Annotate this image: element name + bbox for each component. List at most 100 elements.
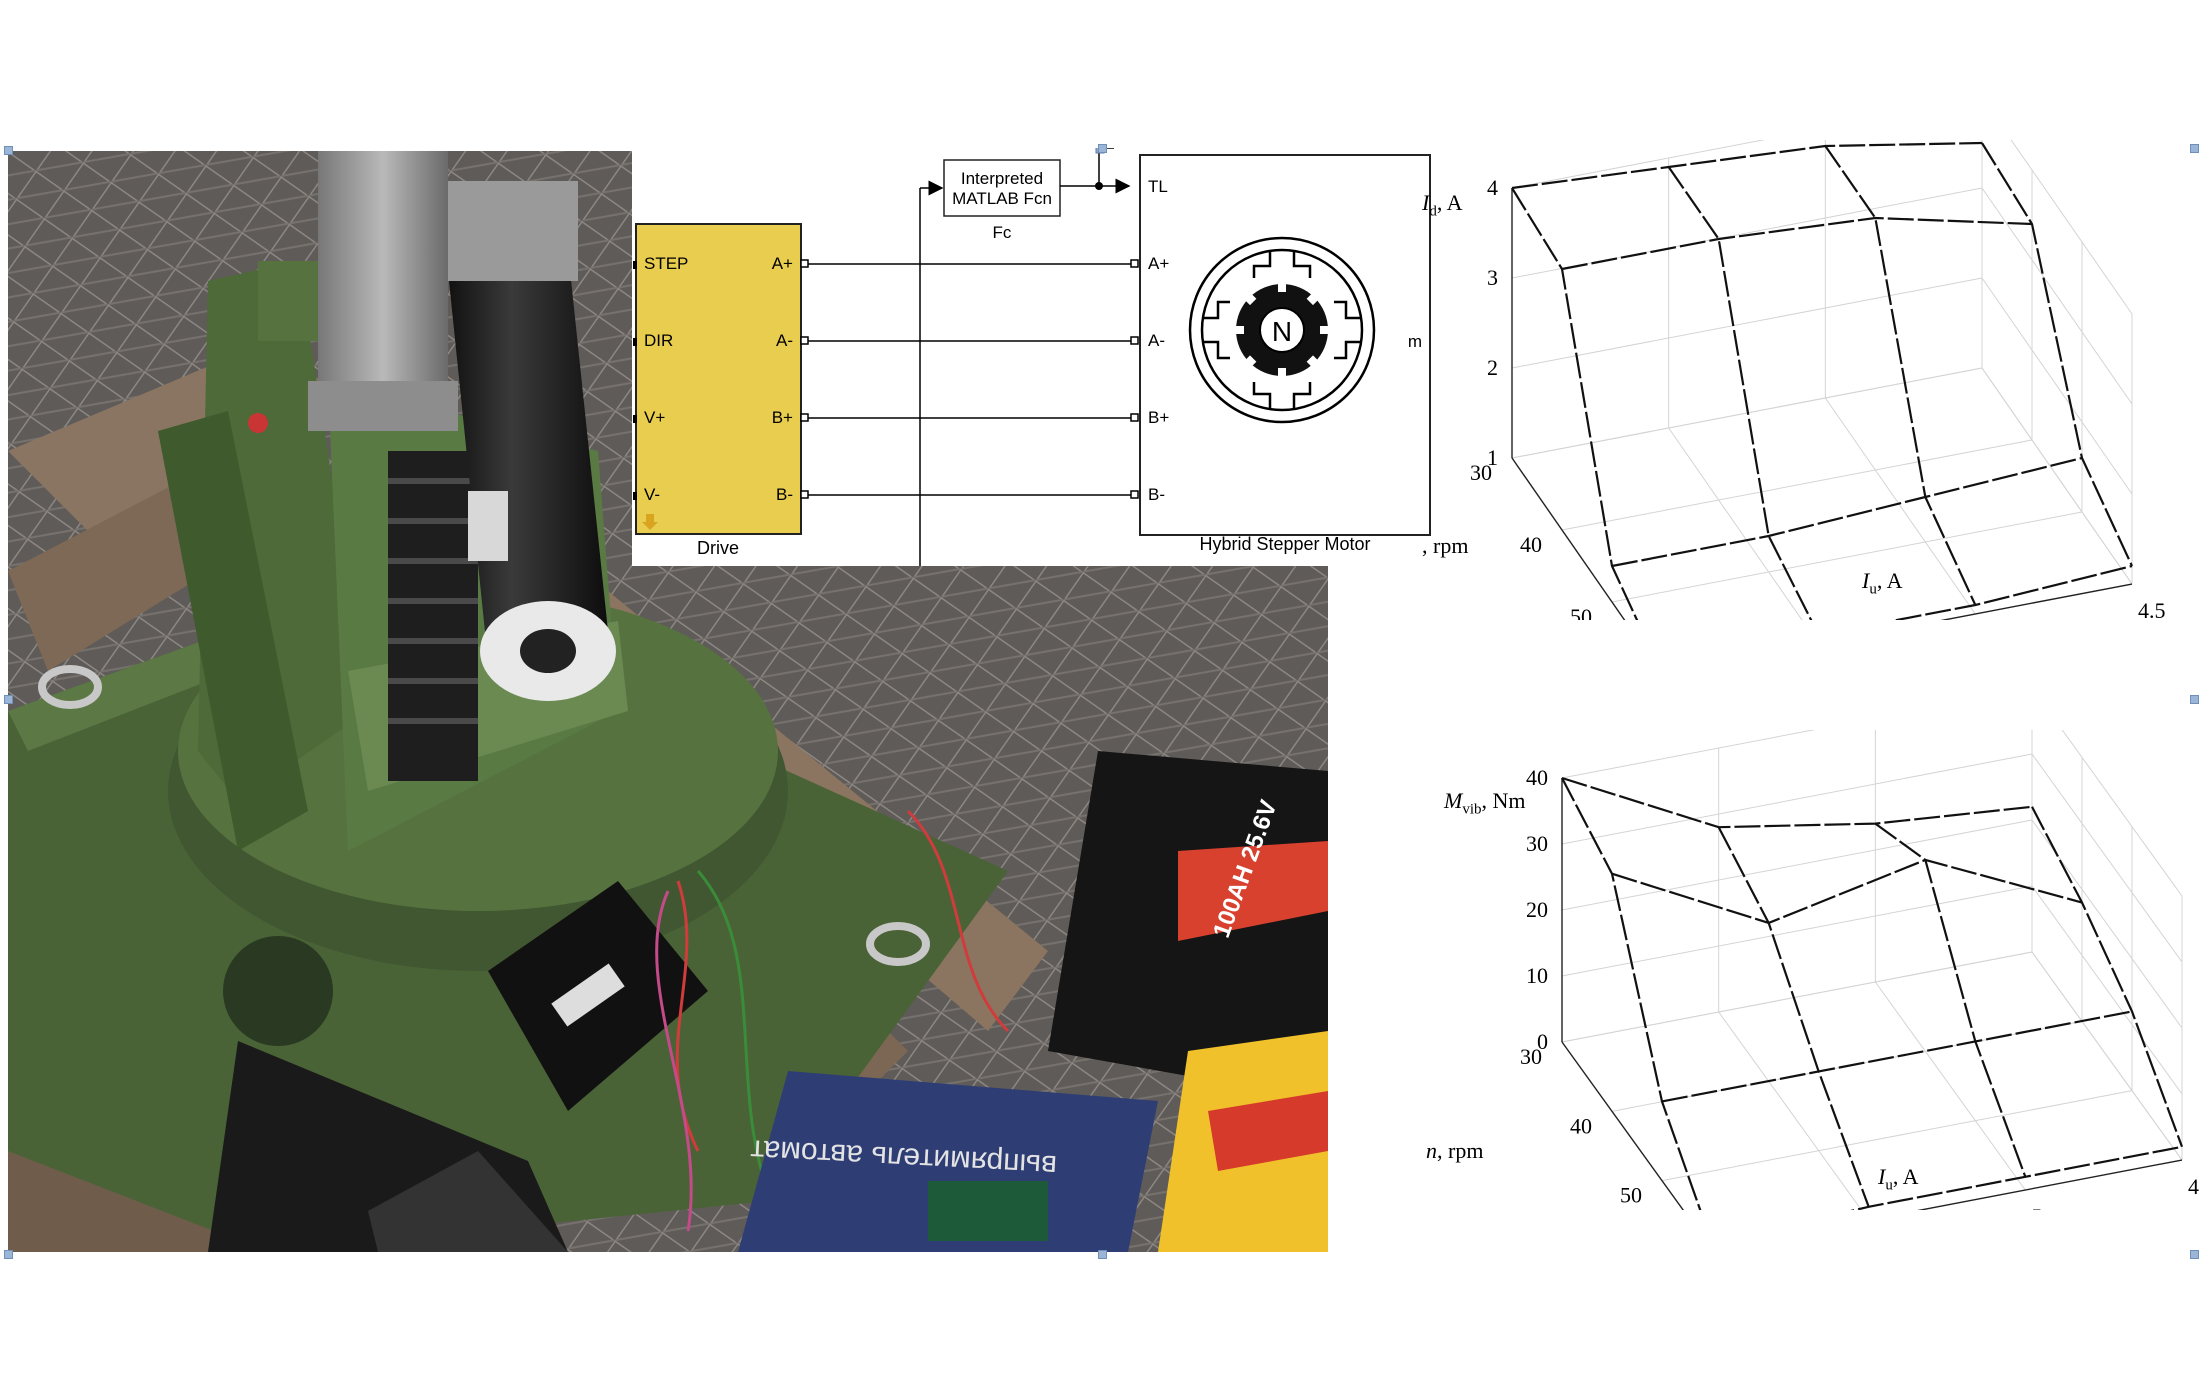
plot1-grid-line xyxy=(2031,951,2183,1161)
pulley xyxy=(223,936,333,1046)
plot0-mesh-line xyxy=(1981,142,2133,567)
plot0-mesh-line xyxy=(1561,216,2033,271)
port-dir[interactable] xyxy=(633,338,637,346)
resize-handle-tm[interactable] xyxy=(1098,144,1107,153)
plot0-grid-line xyxy=(1981,187,2133,405)
iu-axis-var-bottom: I xyxy=(1878,1164,1886,1189)
plot1-y-tick: 4.5 xyxy=(2188,1174,2200,1199)
motor-input-bplus: B+ xyxy=(1148,408,1169,427)
resize-handle-tr[interactable] xyxy=(2190,144,2199,153)
resize-handle-bl[interactable] xyxy=(4,1250,13,1259)
fcn-label-line1: Interpreted xyxy=(961,169,1043,188)
plot0-mesh-line xyxy=(1511,141,1983,190)
plot1-y-axis xyxy=(1711,1159,2183,1251)
motor-input-aminus: A- xyxy=(1148,331,1165,350)
port-motor-bminus[interactable] xyxy=(1130,490,1139,499)
plot0-grid-line xyxy=(1981,97,2133,315)
id-axis-sub: d xyxy=(1429,203,1437,220)
resize-handle-ml[interactable] xyxy=(4,695,13,704)
plot0-grid-line xyxy=(1561,439,2033,531)
matlab-fcn-block[interactable] xyxy=(943,159,1061,217)
plot1-mesh-line xyxy=(1711,1145,2183,1245)
plot1-grid-line xyxy=(1874,981,2026,1191)
iu-axis-sub-bottom: u xyxy=(1885,1177,1893,1194)
plot0-z-tick: 3 xyxy=(1487,265,1498,290)
plot1-grid-line xyxy=(1711,1159,2183,1251)
iu-axis-unit-bottom: , A xyxy=(1892,1164,1919,1189)
plot1-grid-line xyxy=(1561,753,2033,845)
plot1-z-tick: 10 xyxy=(1526,963,1548,988)
port-drive-aminus[interactable] xyxy=(800,336,809,345)
mvib-surface-canvas: 0102030403040506065.554.5 xyxy=(1520,687,2200,1289)
plot1-grid-line xyxy=(1661,1090,2133,1182)
resize-handle-mr[interactable] xyxy=(2190,695,2199,704)
speed-axis-label-top: , rpm xyxy=(1422,533,1469,558)
drive-output-bminus: B- xyxy=(776,485,793,504)
drive-block[interactable] xyxy=(635,223,802,535)
speed-axis-var: n xyxy=(1426,1138,1437,1163)
port-drive-bplus[interactable] xyxy=(800,413,809,422)
plot0-x-tick: 40 xyxy=(1520,532,1542,557)
plot1-z-tick: 0 xyxy=(1537,1029,1548,1054)
plot1-grid xyxy=(1561,687,2183,1251)
id-surface-plot: 12343040506065.554.5 Id, A , rpm Iu, A xyxy=(1400,97,2200,713)
id-surface-canvas: 12343040506065.554.5 xyxy=(1470,97,2166,713)
port-vminus[interactable] xyxy=(633,492,637,500)
port-drive-bminus[interactable] xyxy=(800,490,809,499)
port-motor-aplus[interactable] xyxy=(1130,259,1139,268)
port-drive-aplus[interactable] xyxy=(800,259,809,268)
plot0-mesh-line xyxy=(1824,145,1977,606)
plot0-mesh-line xyxy=(1611,456,2083,568)
drive-block-name: Drive xyxy=(697,538,739,558)
plot1-grid-line xyxy=(1561,687,2033,779)
simulink-canvas: STEP DIR V+ V- A+ A- B+ B- Drive xyxy=(633,144,1431,566)
plot0-wireframe xyxy=(1511,141,2133,676)
plot1-wireframe xyxy=(1561,776,2184,1245)
limit-switch xyxy=(248,413,268,433)
drive-input-vplus: V+ xyxy=(644,408,665,427)
iu-axis-unit-top: , A xyxy=(1876,568,1903,593)
plot1-mesh-line xyxy=(1611,858,2083,925)
plot0-z-tick: 2 xyxy=(1487,355,1498,380)
fcn-label-line2: MATLAB Fcn xyxy=(952,189,1052,208)
mvib-surface-plot: 0102030403040506065.554.5 Mvib, Nm n, rp… xyxy=(1400,687,2200,1289)
port-step[interactable] xyxy=(633,261,637,269)
plot1-grid-line xyxy=(1561,819,2033,911)
mvib-axis-sub: vib xyxy=(1462,801,1482,818)
simulink-model: STEP DIR V+ V- A+ A- B+ B- Drive xyxy=(632,144,1440,566)
motor-input-bminus: B- xyxy=(1148,485,1165,504)
plot1-x-tick: 40 xyxy=(1570,1113,1592,1138)
resize-handle-tl[interactable] xyxy=(4,146,13,155)
plot1-grid-line xyxy=(2031,753,2183,963)
plot1-mesh-line xyxy=(1874,822,2027,1178)
plot1-x-tick: 50 xyxy=(1620,1183,1642,1208)
drive-output-bplus: B+ xyxy=(772,408,793,427)
dc-motor xyxy=(448,181,616,701)
down-arrow-icon xyxy=(642,514,658,530)
port-vplus[interactable] xyxy=(633,415,637,423)
coil-spring xyxy=(388,451,478,781)
stepper-motor-icon: N xyxy=(1188,236,1376,424)
rotor-label: N xyxy=(1272,316,1292,347)
resize-handle-bm[interactable] xyxy=(1098,1250,1107,1259)
resize-handle-br[interactable] xyxy=(2190,1250,2199,1259)
plot0-z-tick: 4 xyxy=(1487,175,1498,200)
plot1-z-tick: 20 xyxy=(1526,897,1548,922)
plot1-grid-line xyxy=(1561,951,2033,1043)
plot1-mesh-line xyxy=(1561,776,2033,829)
plot0-grid-line xyxy=(1668,427,1820,645)
mvib-axis-unit: , Nm xyxy=(1481,788,1526,813)
plot0-x-tick: 30 xyxy=(1470,460,1492,485)
drive-input-dir: DIR xyxy=(644,331,673,350)
port-motor-bplus[interactable] xyxy=(1130,413,1139,422)
plot0-grid-line xyxy=(1511,187,1983,279)
mvib-axis-var: M xyxy=(1444,788,1463,813)
speed-axis-label-bottom: n, rpm xyxy=(1426,1138,1483,1164)
id-axis-var: I xyxy=(1422,190,1430,215)
plot1-z-tick: 40 xyxy=(1526,765,1548,790)
cardboard-box: выпрямитель автомат xyxy=(738,1071,1158,1252)
id-axis-unit: , A xyxy=(1436,190,1463,215)
port-motor-aminus[interactable] xyxy=(1130,336,1139,345)
eye-bolt-right xyxy=(866,922,930,966)
plot1-z-tick: 30 xyxy=(1526,831,1548,856)
